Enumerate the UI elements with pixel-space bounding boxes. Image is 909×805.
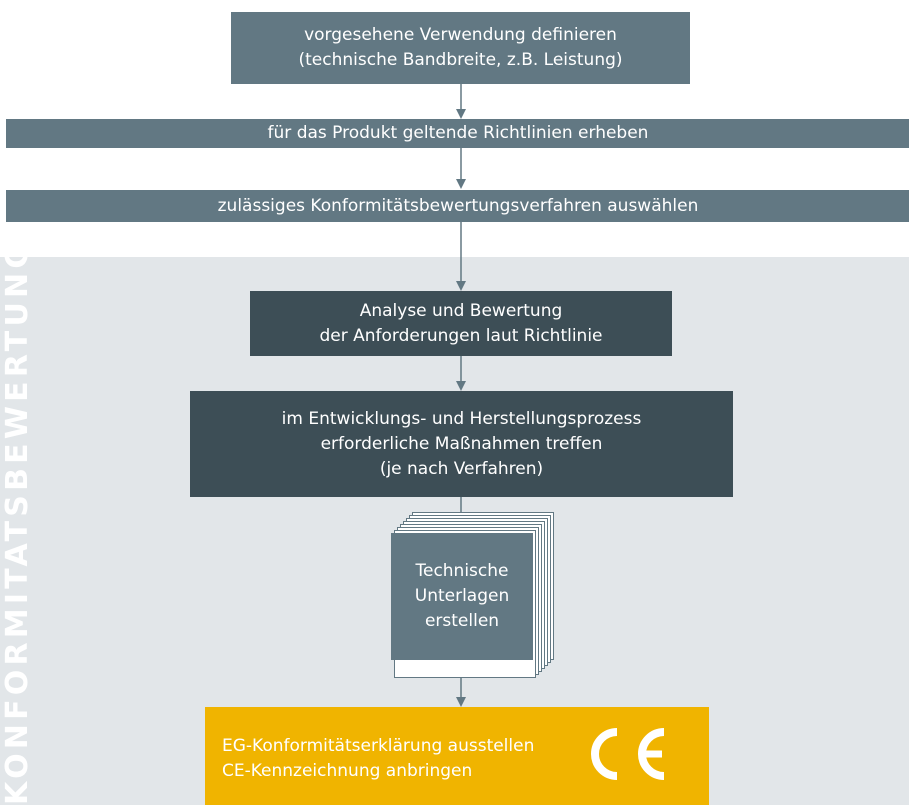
final-step-ce-marking: EG-Konformitätserklärung ausstellen CE-K…: [205, 707, 709, 805]
step-take-measures-text: im Entwicklungs- und Herstellungsprozess…: [281, 408, 642, 479]
step-select-procedure: zulässiges Konformitätsbewertungsverfahr…: [6, 190, 909, 222]
step-analyse-requirements: Analyse und Bewertung der Anforderungen …: [250, 291, 672, 356]
step-take-measures: im Entwicklungs- und Herstellungsprozess…: [190, 391, 733, 497]
step-collect-directives-text: für das Produkt geltende Richtlinien erh…: [267, 123, 649, 143]
final-step-text: EG-Konformitätserklärung ausstellen CE-K…: [222, 736, 535, 781]
arrowhead-2: [456, 179, 466, 189]
technical-documents-front: Technische Unterlagen erstellen: [391, 533, 533, 660]
step-select-procedure-text: zulässiges Konformitätsbewertungsverfahr…: [217, 195, 699, 216]
technical-documents-stack: Technische Unterlagen erstellen: [391, 512, 561, 678]
technical-documents-text: Technische Unterlagen erstellen: [414, 561, 510, 631]
step-collect-directives: für das Produkt geltende Richtlinien erh…: [6, 119, 909, 148]
arrowhead-6: [456, 697, 466, 707]
ce-mark-icon: [591, 728, 665, 780]
step-define-intended-use: vorgesehene Verwendung definieren (techn…: [231, 12, 690, 84]
arrowhead-3: [456, 281, 466, 291]
step-define-intended-use-text: vorgesehene Verwendung definieren (techn…: [298, 25, 623, 70]
step-analyse-requirements-text: Analyse und Bewertung der Anforderungen …: [319, 300, 603, 346]
arrowhead-1: [456, 109, 466, 119]
arrowhead-4: [456, 381, 466, 391]
